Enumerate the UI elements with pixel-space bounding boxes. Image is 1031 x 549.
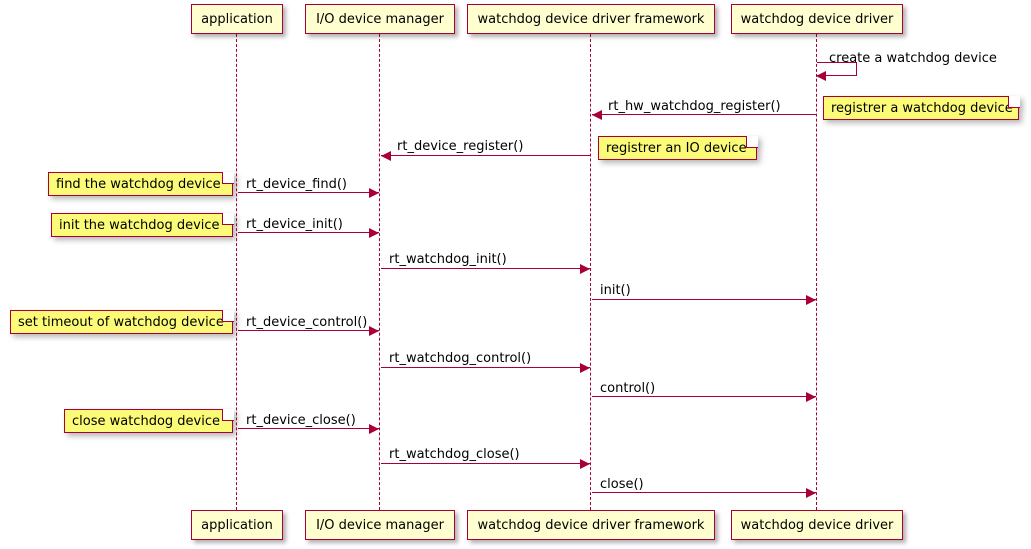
participant-label: application [201, 517, 273, 533]
note-registrer-io-device: registrer an IO device [598, 135, 758, 160]
message-label-rt-hw-watchdog-register: rt_hw_watchdog_register() [608, 99, 781, 114]
message-label-rt-device-control: rt_device_control() [246, 315, 368, 330]
note-text: init the watchdog device [59, 217, 220, 233]
note-fold-corner-icon [745, 135, 758, 148]
message-label-rt-watchdog-init: rt_watchdog_init() [389, 252, 507, 267]
message-line-control [592, 396, 816, 397]
participant-header-io-device-manager: I/O device manager [305, 4, 455, 34]
participant-label: watchdog device driver framework [477, 11, 705, 27]
message-line-rt-device-init [238, 232, 379, 233]
arrow-head-control [806, 392, 816, 402]
note-text: close watchdog device [72, 413, 220, 429]
self-call-create-watchdog-device [817, 62, 857, 76]
participant-label: watchdog device driver framework [477, 517, 705, 533]
arrow-head-rt-device-close [369, 424, 379, 434]
message-line-rt-device-control [238, 330, 379, 331]
message-line-rt-device-register [381, 155, 590, 156]
participant-label: watchdog device driver [740, 517, 894, 533]
note-text: set timeout of watchdog device [18, 314, 224, 330]
message-line-init [592, 299, 816, 300]
participant-footer-io-device-manager: I/O device manager [305, 510, 455, 540]
participant-footer-watchdog-driver: watchdog device driver [731, 510, 903, 540]
arrow-head-create-watchdog-device [816, 71, 826, 81]
message-label-create-watchdog-device: create a watchdog device [829, 51, 997, 66]
message-label-control: control() [600, 381, 656, 396]
message-label-rt-watchdog-control: rt_watchdog_control() [389, 351, 532, 366]
arrow-head-rt-device-control [369, 326, 379, 336]
participant-label: I/O device manager [316, 11, 444, 27]
arrow-head-rt-device-find [369, 188, 379, 198]
arrow-head-rt-device-register [381, 151, 391, 161]
arrow-head-rt-watchdog-control [580, 363, 590, 373]
message-label-rt-device-close: rt_device_close() [246, 413, 356, 428]
message-label-rt-device-init: rt_device_init() [246, 217, 343, 232]
participant-header-watchdog-framework: watchdog device driver framework [467, 4, 715, 34]
arrow-head-rt-watchdog-close [580, 459, 590, 469]
lifeline-io-device-manager [379, 34, 381, 510]
arrow-head-rt-hw-watchdog-register [592, 110, 602, 120]
message-label-rt-device-find: rt_device_find() [246, 177, 347, 192]
note-set-timeout: set timeout of watchdog device [10, 309, 234, 334]
message-line-rt-watchdog-control [381, 367, 590, 368]
message-line-rt-watchdog-init [381, 268, 590, 269]
message-label-init: init() [600, 283, 631, 298]
message-label-rt-device-register: rt_device_register() [397, 139, 524, 154]
note-find-watchdog-device: find the watchdog device [48, 171, 234, 196]
message-label-close: close() [600, 477, 644, 492]
participant-header-application: application [191, 4, 283, 34]
note-text: registrer an IO device [606, 140, 747, 156]
message-line-rt-device-close [238, 428, 379, 429]
message-line-rt-watchdog-close [381, 463, 590, 464]
lifeline-application [236, 34, 238, 510]
lifeline-watchdog-framework [590, 34, 592, 510]
note-init-watchdog-device: init the watchdog device [51, 212, 234, 237]
participant-label: I/O device manager [316, 517, 444, 533]
arrow-head-init [806, 295, 816, 305]
message-line-close [592, 492, 816, 493]
participant-footer-application: application [191, 510, 283, 540]
participant-label: watchdog device driver [740, 11, 894, 27]
note-registrer-watchdog-device: registrer a watchdog device [823, 95, 1020, 120]
lifeline-watchdog-driver [816, 34, 818, 510]
message-label-rt-watchdog-close: rt_watchdog_close() [389, 447, 520, 462]
note-fold-corner-icon [1007, 95, 1020, 108]
participant-footer-watchdog-framework: watchdog device driver framework [467, 510, 715, 540]
arrow-head-close [806, 488, 816, 498]
arrow-head-rt-device-init [369, 228, 379, 238]
participant-header-watchdog-driver: watchdog device driver [731, 4, 903, 34]
note-fold-corner-icon [221, 408, 234, 421]
arrow-head-rt-watchdog-init [580, 264, 590, 274]
note-fold-corner-icon [221, 309, 234, 322]
note-close-watchdog-device: close watchdog device [64, 408, 234, 433]
note-fold-corner-icon [221, 171, 234, 184]
note-text: registrer a watchdog device [831, 100, 1013, 116]
participant-label: application [201, 11, 273, 27]
message-line-rt-device-find [238, 192, 379, 193]
note-text: find the watchdog device [56, 176, 221, 192]
note-fold-corner-icon [221, 212, 234, 225]
message-line-rt-hw-watchdog-register [592, 114, 816, 115]
